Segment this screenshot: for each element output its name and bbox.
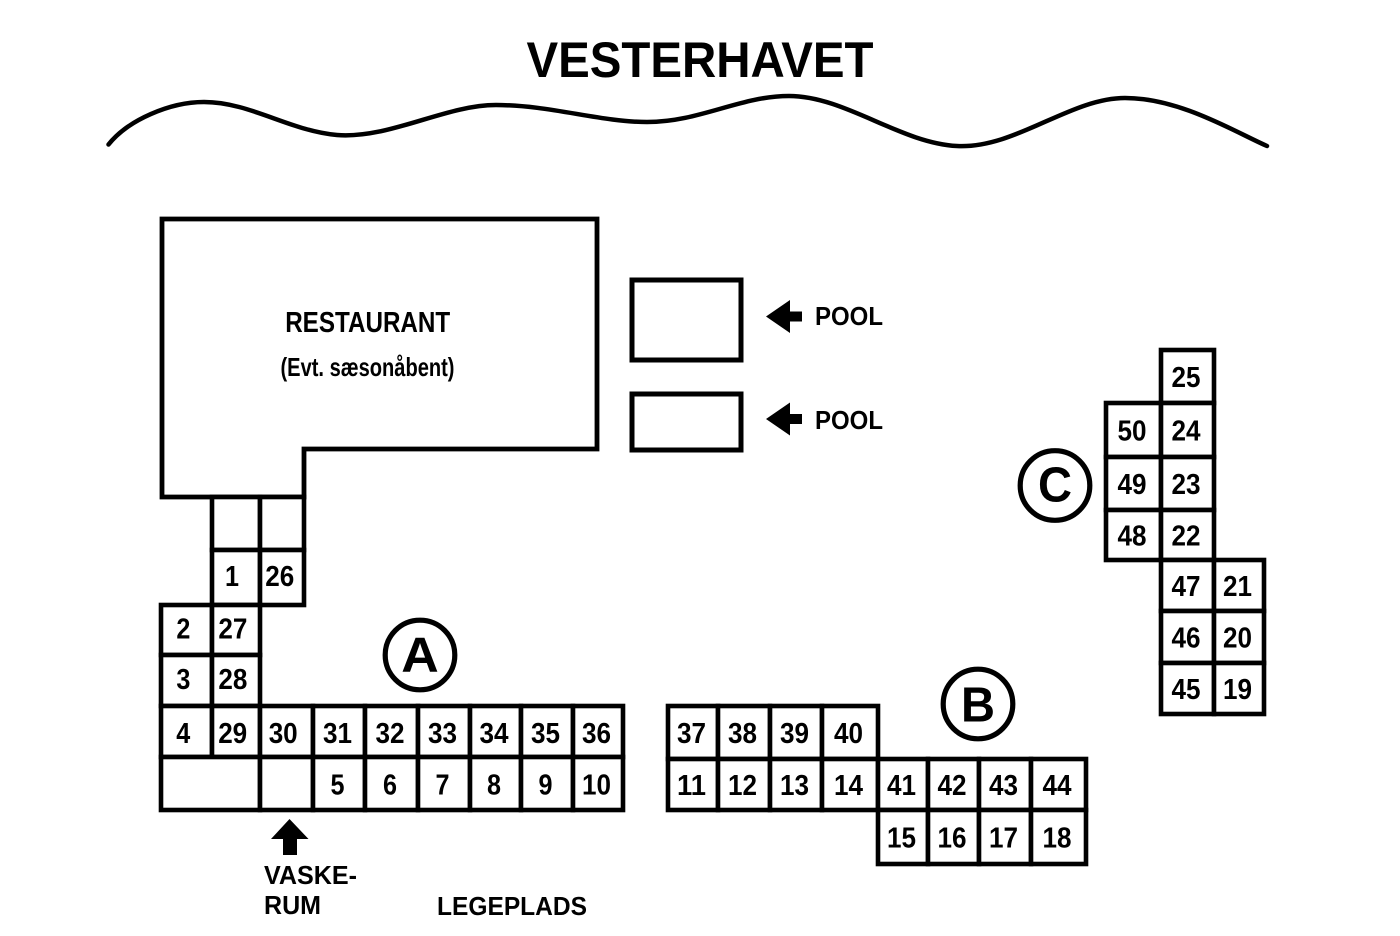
svg-text:RESTAURANT: RESTAURANT	[285, 307, 450, 339]
svg-text:3: 3	[176, 664, 190, 696]
svg-text:12: 12	[728, 770, 757, 802]
svg-text:10: 10	[582, 770, 611, 802]
svg-text:C: C	[1038, 459, 1072, 513]
svg-text:15: 15	[887, 823, 916, 855]
svg-text:45: 45	[1172, 674, 1201, 706]
svg-text:34: 34	[480, 718, 509, 750]
svg-text:20: 20	[1223, 623, 1252, 655]
svg-text:6: 6	[383, 770, 397, 802]
svg-text:33: 33	[428, 718, 457, 750]
svg-text:26: 26	[265, 561, 294, 593]
svg-text:18: 18	[1043, 823, 1072, 855]
svg-text:42: 42	[938, 770, 967, 802]
svg-text:8: 8	[487, 770, 501, 802]
svg-text:9: 9	[539, 770, 553, 802]
svg-text:14: 14	[834, 770, 863, 802]
svg-text:4: 4	[176, 718, 190, 750]
svg-text:22: 22	[1172, 521, 1201, 553]
svg-text:38: 38	[728, 718, 757, 750]
svg-text:17: 17	[989, 823, 1018, 855]
svg-text:28: 28	[218, 664, 247, 696]
svg-text:21: 21	[1223, 571, 1252, 603]
svg-text:POOL: POOL	[815, 405, 883, 435]
svg-text:31: 31	[323, 718, 352, 750]
svg-text:35: 35	[531, 718, 560, 750]
svg-text:13: 13	[780, 770, 809, 802]
svg-text:LEGEPLADS: LEGEPLADS	[437, 891, 587, 921]
svg-text:1: 1	[225, 561, 239, 593]
svg-text:43: 43	[989, 770, 1018, 802]
svg-text:2: 2	[176, 613, 190, 645]
svg-text:A: A	[401, 629, 439, 683]
svg-text:27: 27	[218, 613, 247, 645]
svg-text:37: 37	[677, 718, 706, 750]
svg-text:25: 25	[1172, 362, 1201, 394]
svg-text:24: 24	[1172, 416, 1201, 448]
svg-text:7: 7	[436, 770, 450, 802]
svg-text:11: 11	[677, 770, 706, 802]
svg-text:39: 39	[780, 718, 809, 750]
svg-text:49: 49	[1118, 469, 1147, 501]
svg-text:48: 48	[1118, 521, 1147, 553]
svg-text:32: 32	[376, 718, 405, 750]
svg-text:30: 30	[269, 718, 298, 750]
svg-text:POOL: POOL	[815, 301, 883, 331]
svg-text:47: 47	[1172, 571, 1201, 603]
svg-text:44: 44	[1043, 770, 1072, 802]
svg-text:19: 19	[1223, 674, 1252, 706]
svg-text:29: 29	[218, 718, 247, 750]
svg-text:(Evt. sæsonåbent): (Evt. sæsonåbent)	[281, 352, 455, 382]
svg-text:23: 23	[1172, 469, 1201, 501]
svg-text:41: 41	[887, 770, 916, 802]
svg-text:5: 5	[331, 770, 345, 802]
svg-text:VASKE-: VASKE-	[264, 860, 357, 890]
svg-text:40: 40	[834, 718, 863, 750]
svg-text:46: 46	[1172, 623, 1201, 655]
svg-text:16: 16	[938, 823, 967, 855]
svg-text:50: 50	[1118, 416, 1147, 448]
svg-text:36: 36	[582, 718, 611, 750]
svg-text:B: B	[961, 679, 995, 733]
svg-text:RUM: RUM	[264, 890, 321, 920]
svg-text:VESTERHAVET: VESTERHAVET	[527, 32, 874, 88]
